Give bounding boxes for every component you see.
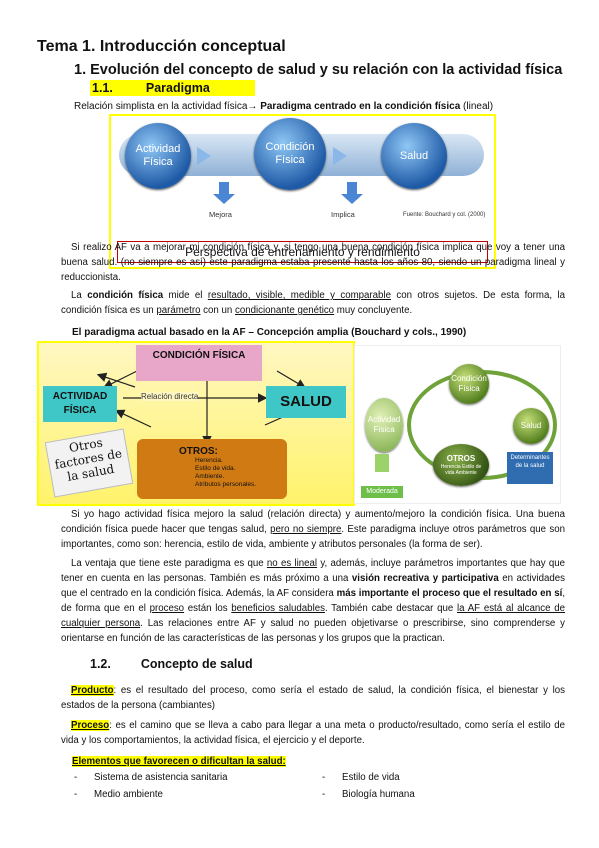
- circle-salud: Salud: [381, 123, 447, 189]
- label-relacion-directa: Relación directa: [141, 392, 199, 401]
- text-run: , de forma que en el: [61, 588, 566, 614]
- circle-actividad-fisica: Actividad Física: [125, 123, 191, 189]
- text-run: condición física: [87, 290, 164, 301]
- otros-sublabel: Herencia Estilo de vida Ambiente: [440, 464, 482, 476]
- otros-title: OTROS:: [179, 446, 218, 457]
- figure-broad-paradigm: CONDICIÓN FÍSICA ACTIVIDAD FÍSICA SALUD …: [37, 341, 355, 506]
- text-run: . Las relaciones entre AF y salud no pue…: [61, 618, 565, 644]
- circle-condicion-fisica: Condición Física: [449, 364, 489, 404]
- caption-text: (lineal): [460, 101, 494, 112]
- subsection-heading-1-1: 1.1. Paradigma: [90, 80, 255, 96]
- text-run: visión recreativa y participativa: [351, 573, 499, 584]
- text-run: con otros sujetos. De esta forma, la con…: [61, 290, 565, 316]
- list-item: -Medio ambiente: [74, 789, 163, 800]
- arrow-down-icon: [341, 182, 363, 204]
- caption-bold: Paradigma centrado en la condición físic…: [257, 101, 461, 112]
- label-moderada: Moderada: [361, 486, 403, 498]
- elementos-title: Elementos que favorecen o dificultan la …: [72, 756, 286, 767]
- subsection-title: Concepto de salud: [140, 657, 253, 671]
- arrow-glyph: →: [247, 101, 258, 112]
- figure1-caption: Relación simplista en la actividad físic…: [74, 101, 493, 112]
- text-run: no es lineal: [266, 558, 318, 569]
- box-condicion-fisica: CONDICIÓN FÍSICA: [136, 345, 262, 381]
- caption-text: Relación simplista en la actividad físic…: [74, 101, 248, 112]
- arrow-right-icon: [197, 147, 211, 165]
- text-run: mide el: [163, 290, 208, 301]
- text-run: muy concluyente.: [334, 305, 413, 316]
- label-determinantes: Determinantes de la salud: [507, 452, 553, 484]
- term-proceso: Proceso: [71, 720, 110, 731]
- figure-linear-paradigm: Actividad Física Condición Física Salud …: [109, 114, 496, 269]
- text-run: Si yo hago actividad física mejoro la sa…: [61, 509, 565, 535]
- paragraph-2: La condición física mide el resultado, v…: [61, 288, 565, 318]
- figure-source: Fuente: Bouchard y col. (2000): [403, 212, 486, 218]
- label-mejora: Mejora: [209, 210, 232, 219]
- text-run: la AF está al alcance de cualquier perso…: [61, 603, 565, 629]
- box-otros: OTROS: Herencia. Estilo de vida. Ambient…: [137, 439, 287, 499]
- list-item-label: Medio ambiente: [94, 789, 163, 800]
- arrow-down-icon: [375, 454, 389, 472]
- paragraph-producto: Producto: es el resultado del proceso, c…: [61, 683, 565, 713]
- box-salud: SALUD: [266, 386, 346, 418]
- text-run: La: [71, 290, 88, 301]
- text-run: : es el camino que se lleva a cabo para …: [61, 720, 565, 746]
- text-run: . También cabe destacar que: [324, 603, 457, 614]
- paragraph-1: Si realizo AF va a mejorar mi condición …: [61, 242, 565, 283]
- bullet-list-left: -Sistema de asistencia sanitaria -Medio …: [74, 772, 228, 806]
- circle-salud: Salud: [513, 408, 549, 444]
- section-title: 1. Evolución del concepto de salud y su …: [74, 62, 563, 78]
- otros-item: Estilo de vida.: [195, 465, 236, 472]
- figure-green-diagram: Condición Física Actividad Física Salud …: [354, 345, 561, 504]
- paragraph-proceso: Proceso: es el camino que se lleva a cab…: [61, 718, 565, 748]
- list-item: -Biología humana: [322, 789, 415, 800]
- list-item: -Sistema de asistencia sanitaria: [74, 772, 228, 783]
- otros-item: Atributos personales.: [195, 481, 257, 488]
- otros-label: OTROS: [446, 454, 476, 463]
- paragraph-4: La ventaja que tiene este paradigma es q…: [61, 556, 565, 646]
- text-run: pero no siempre: [270, 524, 342, 535]
- otros-item: Herencia.: [195, 457, 223, 464]
- text-run: resultado, visible, medible y comparable: [207, 290, 391, 301]
- arrow-down-icon: [213, 182, 235, 204]
- list-item-label: Biología humana: [342, 789, 415, 800]
- subsection-number: 1.1.: [92, 81, 113, 95]
- figure2-caption: El paradigma actual basado en la AF – Co…: [72, 327, 467, 338]
- list-item-label: Sistema de asistencia sanitaria: [94, 772, 228, 783]
- text-run: con un: [200, 305, 235, 316]
- bullet-list-right: -Estilo de vida -Biología humana: [322, 772, 415, 806]
- circle-otros: OTROS Herencia Estilo de vida Ambiente: [433, 444, 489, 486]
- perspective-banner: Perspectiva de entrenamiento y rendimien…: [117, 241, 488, 263]
- label-implica: Implica: [331, 210, 355, 219]
- list-item-label: Estilo de vida: [342, 772, 400, 783]
- paragraph-3: Si yo hago actividad física mejoro la sa…: [61, 507, 565, 552]
- text-run: condicionante genético: [234, 305, 335, 316]
- circle-condicion-fisica: Condición Física: [254, 118, 326, 190]
- box-actividad-fisica: ACTIVIDAD FÍSICA: [43, 386, 117, 422]
- text-run: parámetro: [156, 305, 201, 316]
- list-item: -Estilo de vida: [322, 772, 400, 783]
- circle-actividad-fisica: Actividad Física: [365, 398, 403, 452]
- text-run: . Este paradigma incluye otros parámetro…: [61, 524, 565, 550]
- text-run: La ventaja que tiene este paradigma es q…: [71, 558, 267, 569]
- text-run: en actividades que el centrado en la con…: [61, 573, 566, 599]
- text-run: : es el resultado del proceso, como serí…: [61, 685, 565, 711]
- subsection-number: 1.2.: [90, 657, 111, 671]
- term-producto: Producto: [71, 685, 114, 696]
- text-run: y, además, incluye parámetros importante…: [61, 558, 565, 584]
- text-run: más importante el proceso que el resulta…: [336, 588, 563, 599]
- text-run: proceso: [149, 603, 185, 614]
- arrow-right-icon: [333, 147, 347, 165]
- text-run: beneficios saludables: [231, 603, 325, 614]
- chapter-title: Tema 1. Introducción conceptual: [37, 38, 286, 55]
- text-run: están los: [184, 603, 232, 614]
- otros-list: Herencia. Estilo de vida. Ambiente. Atri…: [195, 457, 287, 489]
- subsection-title: Paradigma: [145, 81, 210, 95]
- otros-item: Ambiente.: [195, 473, 225, 480]
- subsection-heading-1-2: 1.2. Concepto de salud: [90, 657, 253, 671]
